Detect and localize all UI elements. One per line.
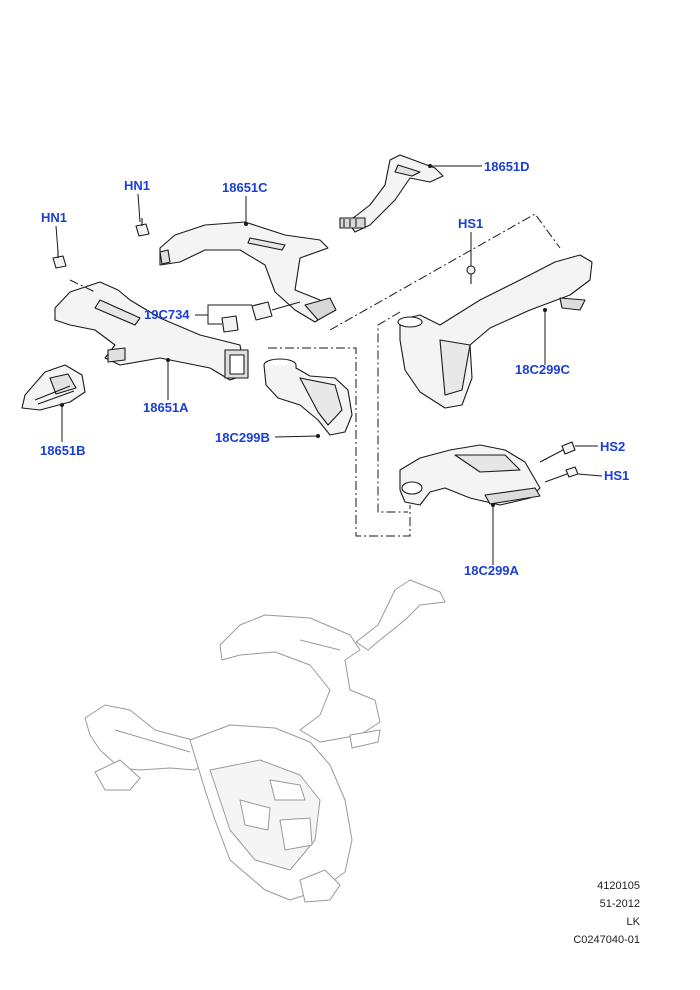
leader-18c299b xyxy=(274,435,319,438)
clip-19c734[interactable] xyxy=(221,301,273,333)
leader-hn1-top xyxy=(137,193,141,223)
assembly-ghost-view xyxy=(84,579,446,903)
callout-18651d[interactable]: 18651D xyxy=(484,159,530,174)
leader-19c734-c xyxy=(271,301,301,311)
callout-18c299b[interactable]: 18C299B xyxy=(215,430,270,445)
duct-18c299a[interactable] xyxy=(399,444,541,506)
duct-18651d[interactable] xyxy=(339,154,444,233)
duct-18651a[interactable] xyxy=(54,281,249,381)
callout-18651c[interactable]: 18651C xyxy=(222,180,268,195)
fastener-hn1-left[interactable] xyxy=(52,250,67,269)
callout-18c299a[interactable]: 18C299A xyxy=(464,563,519,578)
duct-18c299b[interactable] xyxy=(263,358,353,436)
illustration-id: C0247040-01 xyxy=(573,934,640,946)
connection-line-4 xyxy=(69,279,96,293)
callout-hn1-left[interactable]: HN1 xyxy=(41,210,68,225)
reference-number: 4120105 xyxy=(597,880,640,892)
callout-hs2[interactable]: HS2 xyxy=(600,439,626,454)
leader-hs1-lower xyxy=(577,473,603,477)
date-code: 51-2012 xyxy=(599,898,640,910)
callout-hn1-top[interactable]: HN1 xyxy=(124,178,151,193)
duct-18c299c[interactable] xyxy=(397,254,593,409)
callout-19c734[interactable]: 19C734 xyxy=(144,307,190,322)
fastener-hs1-upper[interactable] xyxy=(466,265,476,284)
leader-19c734-b xyxy=(207,315,222,325)
duct-18651c[interactable] xyxy=(159,221,337,323)
connection-line-3 xyxy=(377,311,408,513)
leader-hn1-left xyxy=(55,225,59,253)
callout-18651a[interactable]: 18651A xyxy=(143,400,189,415)
connection-line-2 xyxy=(268,347,411,537)
callout-hs1-lower[interactable]: HS1 xyxy=(604,468,630,483)
fastener-hn1-top[interactable] xyxy=(135,218,150,237)
vehicle-code: LK xyxy=(626,916,640,928)
duct-18651b[interactable] xyxy=(21,364,86,411)
bolt-hs2[interactable] xyxy=(539,441,576,463)
callout-hs1-upper[interactable]: HS1 xyxy=(458,216,484,231)
callout-18c299c[interactable]: 18C299C xyxy=(515,362,570,377)
leader-19c734 xyxy=(195,304,252,316)
callout-18651b[interactable]: 18651B xyxy=(40,443,86,458)
bolt-hs1-lower[interactable] xyxy=(544,466,579,483)
connection-line-1 xyxy=(329,213,561,331)
